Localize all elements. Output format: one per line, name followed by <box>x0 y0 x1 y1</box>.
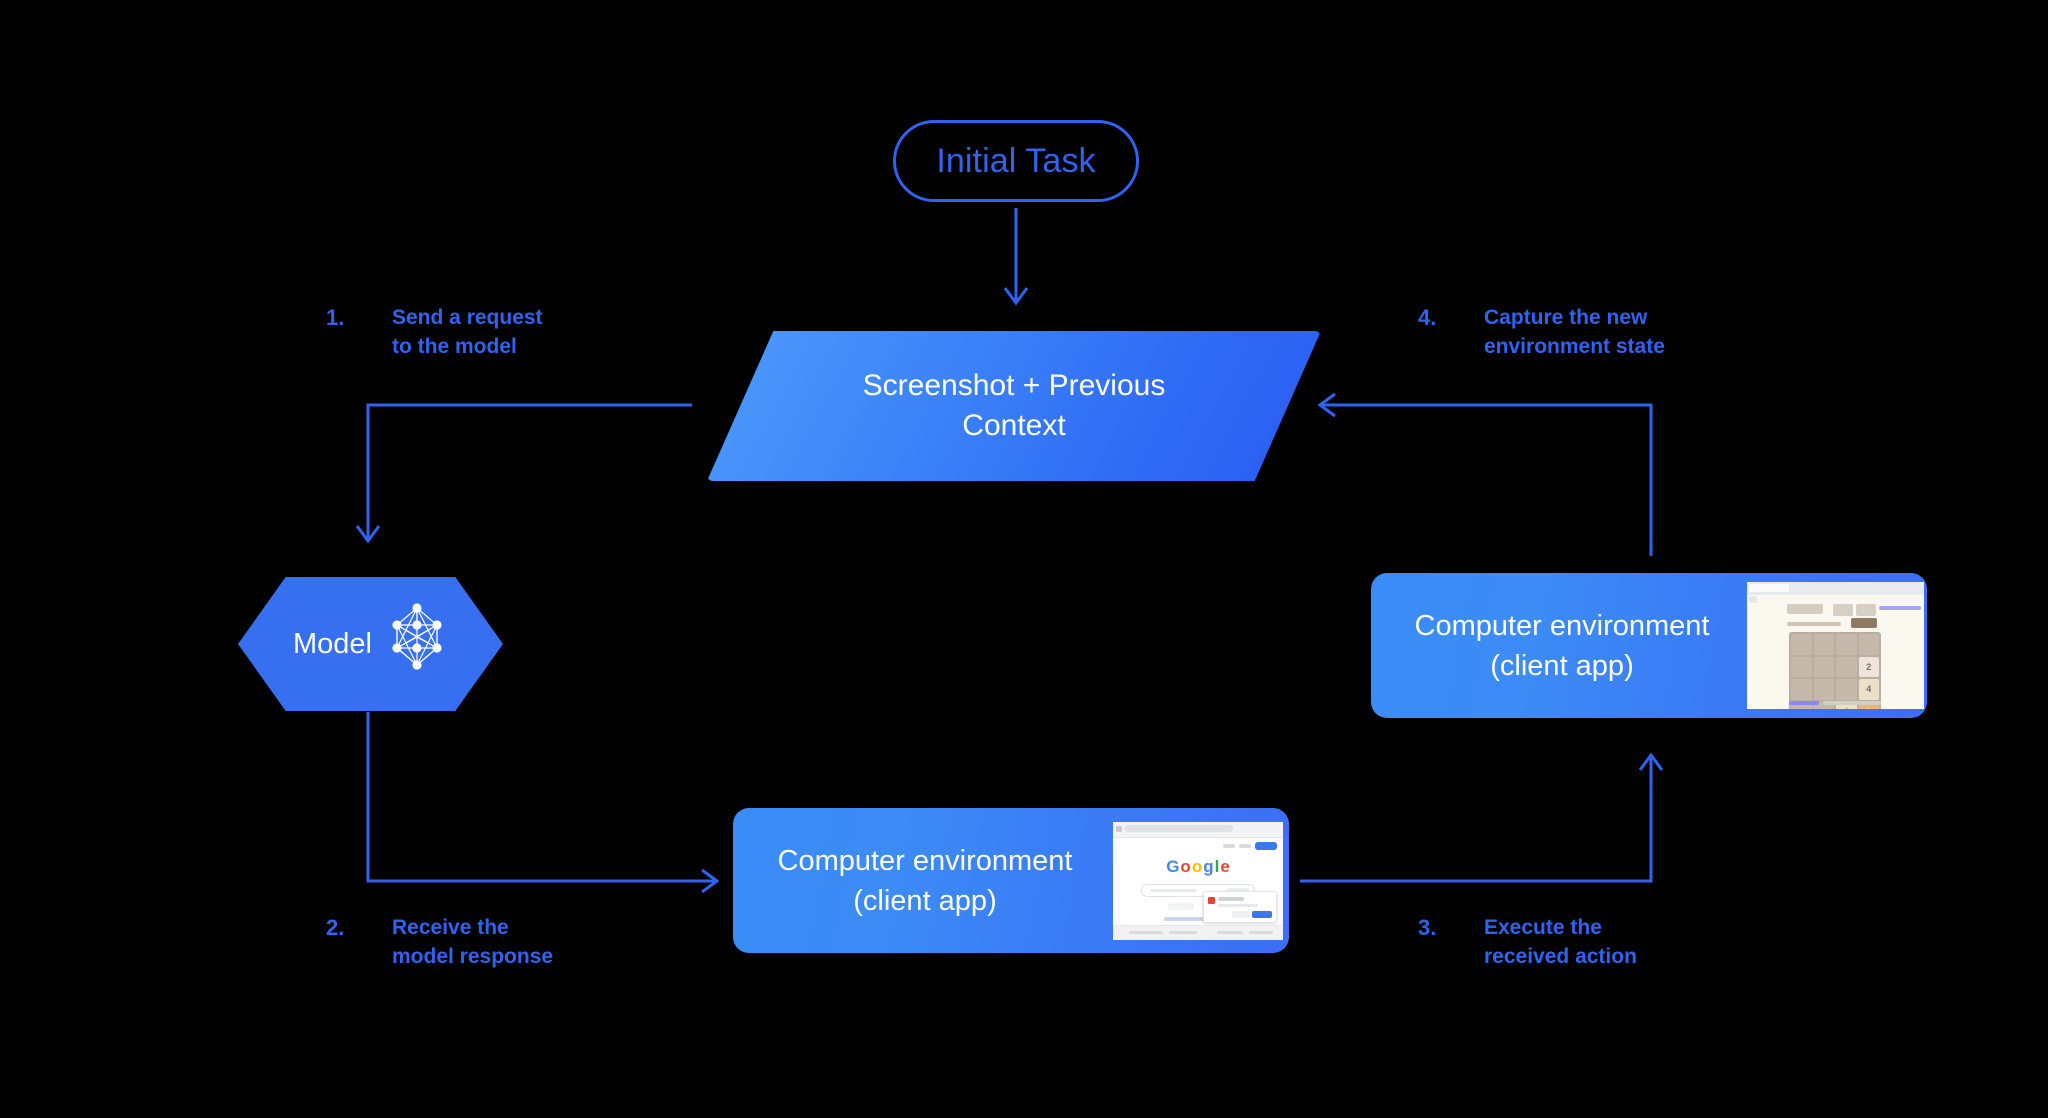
tile: 4 <box>1836 701 1857 709</box>
node-screenshot-previous-context: Screenshot + Previous Context <box>707 331 1321 481</box>
browser-chrome-bar <box>1113 821 1283 838</box>
game-browser-chrome <box>1747 582 1924 595</box>
context-line-2: Context <box>962 409 1066 442</box>
step-4-number: 4. <box>1418 305 1437 330</box>
initial-task-label: Initial Task <box>936 141 1096 180</box>
arrow-model-to-env-bottom <box>366 712 714 883</box>
node-model: Model <box>238 577 503 711</box>
language-links <box>1164 916 1232 921</box>
step-1-text: Send a request to the model <box>392 306 543 358</box>
step-3-number: 3. <box>1418 915 1437 940</box>
sign-in-button <box>1255 841 1277 850</box>
step-2-text: Receive the model response <box>392 916 554 968</box>
dialog-icon <box>1208 896 1215 904</box>
step-label-4: 4. Capture the new environment state <box>1418 303 1665 361</box>
game-browser-address <box>1749 596 1757 603</box>
arrow-context-to-model-head <box>355 525 381 544</box>
step-label-1: 1. Send a request to the model <box>326 303 543 361</box>
tile: 4 <box>1858 679 1879 700</box>
tile <box>1791 701 1812 709</box>
tile <box>1813 634 1834 655</box>
game-2048-thumbnail: 2 4 4 8 <box>1747 582 1924 709</box>
tile <box>1836 656 1857 677</box>
google-topbar <box>1223 841 1277 850</box>
search-placeholder <box>1150 888 1196 892</box>
model-content: Model <box>238 577 503 711</box>
step-label-2: 2. Receive the model response <box>326 913 553 971</box>
env-bottom-line-2: (client app) <box>853 884 997 917</box>
env-right-line-2: (client app) <box>1490 649 1634 682</box>
tile <box>1836 634 1857 655</box>
gmail-link <box>1223 843 1235 848</box>
parallelogram-shape <box>707 331 1321 481</box>
game-browser-tab <box>1749 584 1789 592</box>
game-site-title <box>1787 604 1823 614</box>
dialog-title <box>1218 896 1244 901</box>
search-box-icons <box>1227 887 1249 893</box>
tile <box>1791 634 1812 655</box>
tile <box>1791 656 1812 677</box>
images-link <box>1239 843 1251 848</box>
dialog-cancel-button <box>1232 910 1250 918</box>
tile <box>1858 634 1879 655</box>
step-1-number: 1. <box>326 305 345 330</box>
popup-dialog <box>1203 890 1277 923</box>
node-initial-task: Initial Task <box>893 120 1139 202</box>
game-grid: 2 4 4 8 <box>1789 632 1881 709</box>
footer-link-3 <box>1217 930 1243 934</box>
game-footer-link <box>1789 701 1819 705</box>
game-subtitle <box>1787 622 1841 626</box>
game-footer-text <box>1823 701 1881 705</box>
arrow-env-right-to-context <box>1323 403 1653 556</box>
step-2-number: 2. <box>326 915 345 940</box>
context-text: Screenshot + Previous Context <box>707 331 1321 481</box>
arrow-env-right-to-context-head <box>1317 392 1336 418</box>
tile: 8 <box>1858 701 1879 709</box>
context-line-1: Screenshot + Previous <box>862 369 1166 402</box>
footer-link-2 <box>1169 930 1197 934</box>
game-score-boxes <box>1833 604 1876 616</box>
dialog-confirm-button <box>1252 910 1272 918</box>
model-label: Model <box>293 627 372 660</box>
score-box <box>1833 604 1853 616</box>
game-header-links <box>1879 606 1921 610</box>
env-bottom-line-1: Computer environment <box>777 844 1073 877</box>
env-bottom-title: Computer environment (client app) <box>745 841 1105 921</box>
env-right-title: Computer environment (client app) <box>1381 606 1743 686</box>
neural-network-icon <box>386 601 448 687</box>
step-label-3: 3. Execute the received action <box>1418 913 1637 971</box>
arrow-initial-to-context-head <box>1003 287 1029 306</box>
tile <box>1813 656 1834 677</box>
tile <box>1813 679 1834 700</box>
hexagon-shape <box>238 577 503 711</box>
footer-link-1 <box>1129 930 1163 934</box>
arrow-env-bottom-to-env-right-head <box>1638 752 1664 771</box>
google-search-button <box>1168 902 1194 910</box>
env-right-line-1: Computer environment <box>1414 609 1710 642</box>
tile <box>1813 701 1834 709</box>
browser-address-bar <box>1125 825 1233 832</box>
browser-tab-icon <box>1116 825 1122 832</box>
tile <box>1791 679 1812 700</box>
dialog-body <box>1218 903 1258 907</box>
arrow-model-to-env-bottom-head <box>701 868 720 894</box>
new-game-button <box>1851 618 1877 628</box>
footer-link-4 <box>1249 930 1273 934</box>
tile <box>1836 679 1857 700</box>
google-footer <box>1113 924 1283 940</box>
step-4-text: Capture the new environment state <box>1484 306 1665 358</box>
arrow-env-bottom-to-env-right <box>1300 758 1653 883</box>
tile: 2 <box>1858 656 1879 677</box>
step-3-text: Execute the received action <box>1484 916 1637 968</box>
arrow-context-to-model <box>366 403 692 538</box>
best-score-box <box>1856 604 1876 616</box>
node-computer-environment-right: Computer environment (client app) <box>1371 573 1927 718</box>
